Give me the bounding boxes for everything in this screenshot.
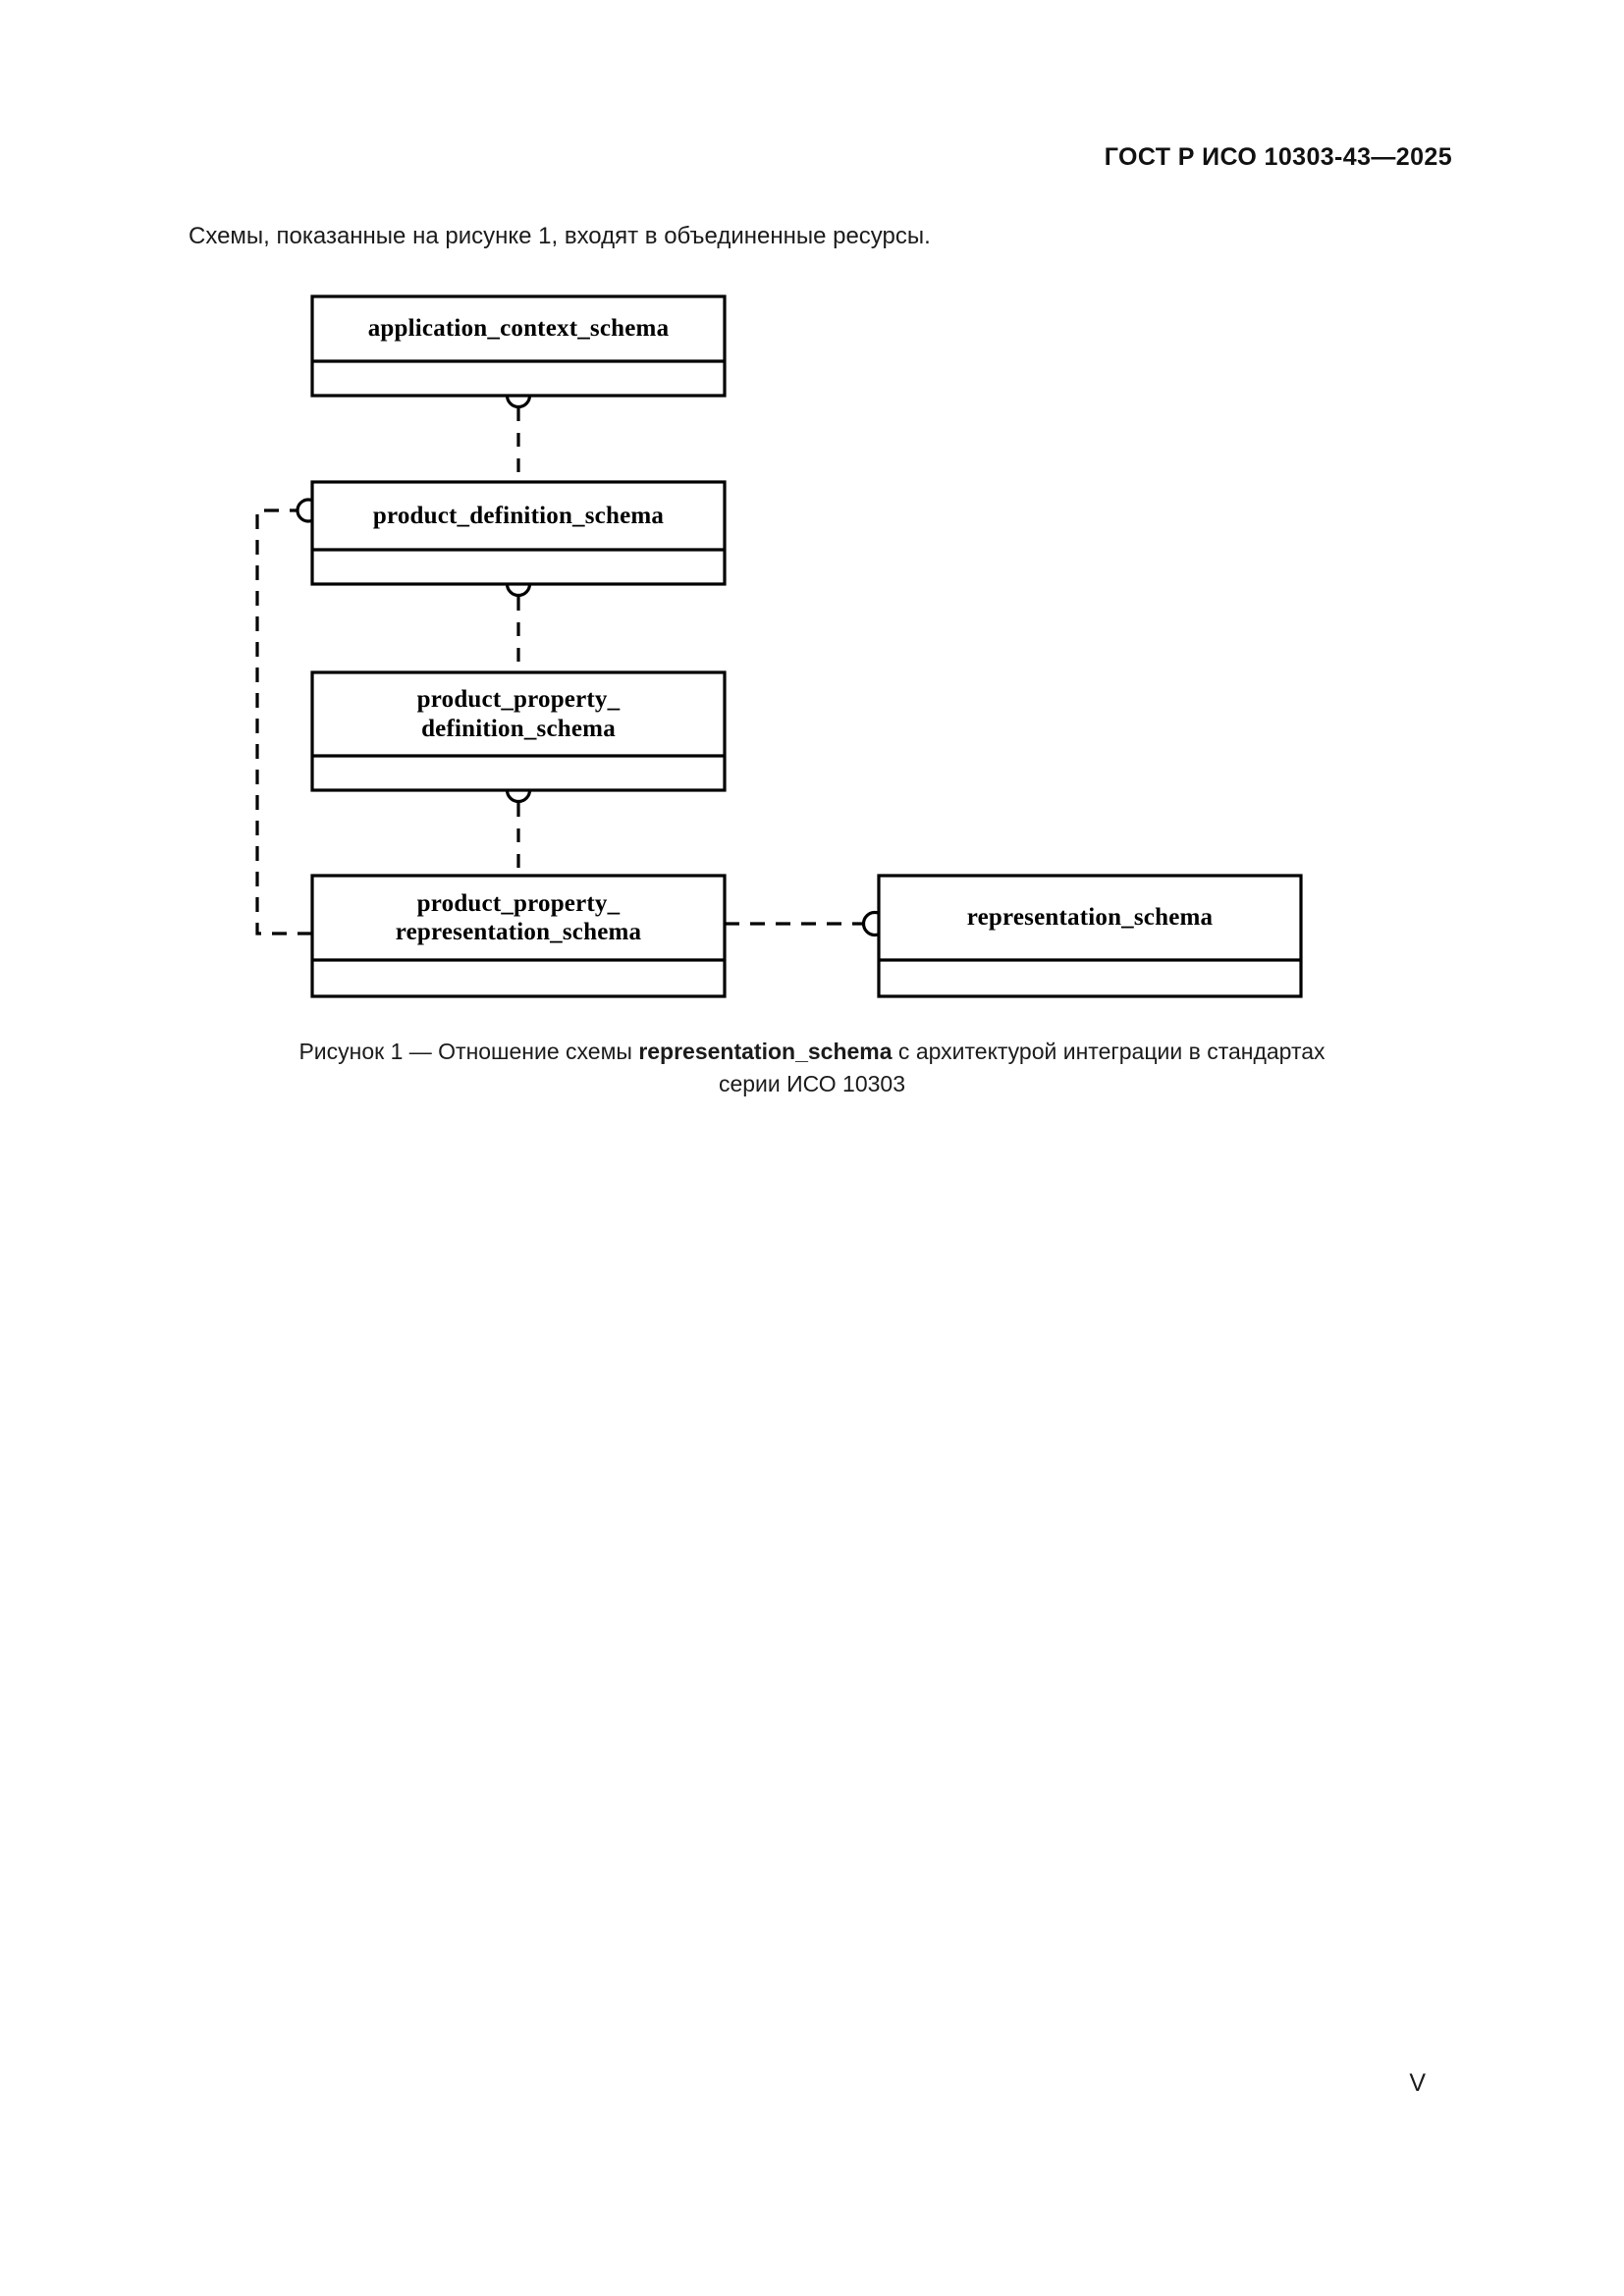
schema-label-line-1: application_context_schema xyxy=(367,315,670,343)
schema-box-product-definition-schema xyxy=(310,480,727,586)
figure-1: application_context_schema product_defin… xyxy=(0,0,1624,1099)
intro-paragraph: Схемы, показанные на рисунке 1, входят в… xyxy=(189,223,931,249)
figure-caption-suffix: с архитектурой интеграции в стандартах xyxy=(892,1039,1326,1064)
schema-box-label-representation-schema: representation_schema xyxy=(879,876,1301,960)
connector-ppr-to-representation xyxy=(725,910,889,937)
figure-caption-line-2: серии ИСО 10303 xyxy=(718,1070,906,1096)
connector-ppds-to-ppr xyxy=(505,776,532,876)
figure-caption-schema-name: representation_schema xyxy=(638,1039,893,1064)
schema-label-line-1: product_definition_schema xyxy=(372,502,665,529)
schema-box-label-product-property-definition-schema: product_property_ definition_schema xyxy=(312,672,725,756)
figure-caption: Рисунок 1 — Отношение схемы representati… xyxy=(189,1036,1435,1099)
page-number: V xyxy=(1409,2069,1426,2097)
connector-pds-to-ppds xyxy=(505,570,532,672)
schema-label-line-1: product_property_ xyxy=(416,889,621,917)
running-header-standard-number: ГОСТ Р ИСО 10303-43—2025 xyxy=(1104,143,1452,171)
schema-box-product-property-definition-schema xyxy=(310,670,727,792)
schema-box-application-context-schema xyxy=(310,294,727,398)
schema-box-label-product-definition-schema: product_definition_schema xyxy=(312,482,725,550)
schema-label-line-2: representation_schema xyxy=(395,919,642,945)
connector-ppr-to-pd xyxy=(255,498,321,935)
schema-box-label-application-context-schema: application_context_schema xyxy=(312,296,725,361)
schema-box-label-product-property-representation-schema: product_property_ representation_schema xyxy=(312,876,725,960)
schema-label-line-1: product_property_ xyxy=(416,686,621,713)
connector-acs-to-pds xyxy=(505,382,532,482)
schema-label-line-2: definition_schema xyxy=(421,715,616,742)
schema-box-representation-schema xyxy=(877,874,1303,998)
figure-diagram-svg xyxy=(255,294,1303,998)
schema-label-line-1: representation_schema xyxy=(966,904,1214,932)
figure-caption-prefix: Рисунок 1 — Отношение схемы xyxy=(298,1039,639,1064)
schema-box-product-property-representation-schema xyxy=(310,874,727,998)
